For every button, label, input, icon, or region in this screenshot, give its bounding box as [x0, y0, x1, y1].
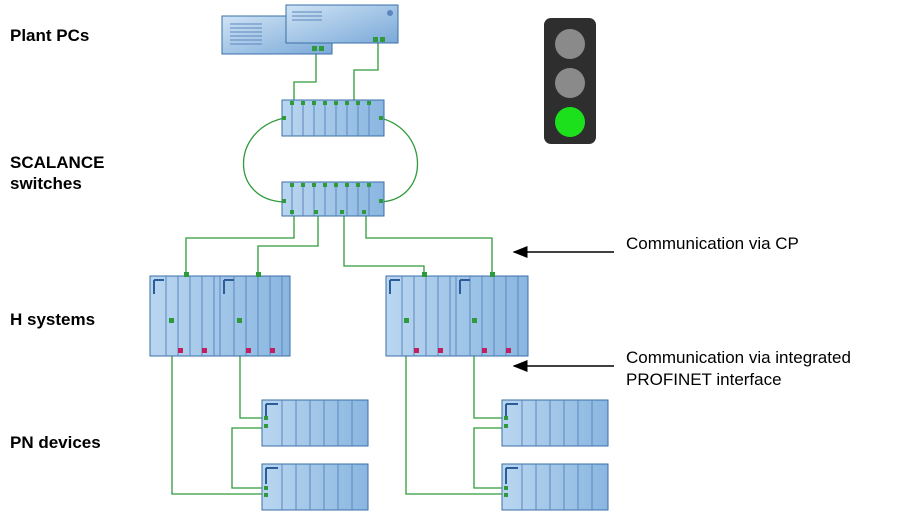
- label-scalance-line1: SCALANCE: [10, 153, 105, 172]
- ring-right: [379, 117, 419, 203]
- pn-device-4: [501, 463, 609, 511]
- pn-device-1: [261, 399, 369, 447]
- label-pn-devices: PN devices: [10, 433, 101, 452]
- annotation-cp: Communication via CP: [626, 234, 799, 253]
- traffic-light: [544, 18, 596, 144]
- link-switch-h1b: [257, 214, 319, 276]
- link-pc2-switch: [353, 42, 379, 101]
- pn-device-2: [261, 463, 369, 511]
- h-system-2: [385, 272, 529, 357]
- annotation-integrated-line1: Communication via integrated: [626, 348, 851, 367]
- label-plant-pcs: Plant PCs: [10, 26, 90, 45]
- link-pc1-switch: [293, 52, 317, 101]
- link-h1-pn-lower: [171, 328, 264, 495]
- annotation-integrated-line2: PROFINET interface: [626, 370, 782, 389]
- scalance-switch-bottom: [281, 181, 385, 217]
- scalance-switch-top: [281, 99, 385, 137]
- ring-left: [242, 117, 285, 203]
- label-h-systems: H systems: [10, 310, 96, 329]
- plant-pc-2: [285, 4, 399, 44]
- pn-device-3: [501, 399, 609, 447]
- link-h1-pn-upper: [239, 328, 264, 419]
- link-h2-pn-lower: [405, 328, 504, 495]
- label-scalance-line2: switches: [10, 174, 82, 193]
- link-switch-h2b: [365, 214, 493, 276]
- traffic-light-yellow-lamp: [555, 68, 585, 98]
- traffic-light-green-lamp: [555, 107, 585, 137]
- h-system-1: [149, 272, 291, 357]
- link-switch-h1a: [185, 214, 295, 276]
- traffic-light-red-lamp: [555, 29, 585, 59]
- link-pn1-pn2: [231, 427, 264, 489]
- link-pn3-pn4: [473, 427, 504, 489]
- link-switch-h2a: [343, 214, 425, 276]
- link-h2-pn-upper: [473, 328, 504, 419]
- connection-lines: [171, 42, 504, 495]
